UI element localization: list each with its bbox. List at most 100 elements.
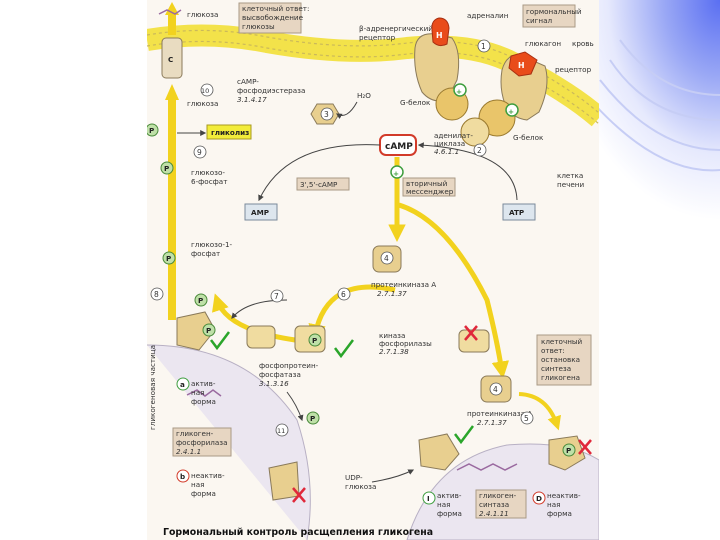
beta-receptor-shape — [414, 33, 460, 102]
diagram-title: Гормональный контроль расщепления гликог… — [163, 527, 433, 538]
step-3: 3 — [324, 110, 329, 119]
phosphorylase-kinase-1: киназа — [379, 331, 405, 340]
amp-label: AMP — [251, 208, 269, 217]
inactive-form-left-2: ная — [191, 480, 204, 489]
pka-bottom-2: 2.7.1.37 — [477, 418, 507, 427]
camp-to-amp-arrow — [258, 144, 381, 202]
glycogen-phosphorylase-inactive — [268, 461, 300, 501]
step-markers — [150, 39, 534, 437]
step-7: 7 — [274, 292, 279, 301]
phosphatase-3: 3.1.3.16 — [259, 379, 289, 388]
second-messenger-2: мессенджер — [406, 187, 454, 196]
glycogen-control-diagram: C глюкоза клеточный ответ: высвобождение… — [147, 2, 599, 540]
plus-badge-3 — [390, 165, 404, 179]
active-form-left-1: актив- — [191, 379, 216, 388]
beta-receptor-2: рецептор — [359, 33, 396, 42]
step-4b: 4 — [493, 385, 498, 394]
plus-badge-2 — [505, 103, 519, 117]
glucose-transporter — [161, 37, 183, 79]
h2o-label: H₂O — [357, 91, 371, 100]
glycolysis-box — [206, 124, 252, 140]
udp-arrow — [371, 469, 415, 483]
glucose-release-arrow — [165, 2, 179, 320]
phosphate-7: P — [310, 414, 315, 423]
phosphate-5: P — [206, 326, 211, 335]
glucose6p-2: 6-фосфат — [191, 177, 227, 186]
h2o-arrow — [335, 101, 358, 120]
active-form-right-3: форма — [437, 509, 462, 518]
step-9: 9 — [197, 148, 202, 157]
glycogen-phosphorylase-1: гликоген- — [176, 429, 214, 438]
b-badge-left — [176, 469, 190, 483]
cell-response-bottom-5: гликогена — [541, 373, 580, 382]
glycogen-chain-icon — [186, 389, 222, 397]
inactive-form-right-3: форма — [547, 509, 572, 518]
active-badge-left-text: a — [180, 380, 185, 389]
glucose6p-1: глюкозо- — [191, 168, 225, 177]
active-form-right-2: ная — [437, 500, 450, 509]
glucagon-hormone-icon — [508, 51, 538, 77]
phosphate-2: P — [164, 164, 169, 173]
glycogen-synthase-2: синтаза — [479, 500, 509, 509]
plus-badge-1 — [453, 83, 467, 97]
cell-response-top-2: высвобождение — [242, 13, 304, 22]
camp-35-box — [296, 177, 350, 191]
pde-2: фосфодиэстераза — [237, 86, 305, 95]
receptor-label: рецептор — [555, 65, 592, 74]
active-form-right-1: актив- — [437, 491, 462, 500]
beta-receptor-1: β-адренергический — [359, 24, 433, 33]
camp-35-label: 3',5'-cAMP — [300, 180, 338, 189]
udp-glucose-2: глюкоза — [345, 482, 376, 491]
phosphoprotein-phosphatase-icon — [246, 325, 276, 349]
adrenaline-h: H — [436, 31, 443, 40]
glycogen-synthase-3: 2.4.1.11 — [479, 509, 509, 518]
active-badge-left — [176, 377, 190, 391]
camp-label: cAMP — [385, 142, 413, 152]
pde-1: cAMP- — [237, 77, 259, 86]
cell-response-top-1: клеточный ответ: — [242, 4, 309, 13]
phosphate-1: P — [149, 126, 154, 135]
cell-response-bottom-2: ответ: — [541, 346, 565, 355]
glucose1p-2: фосфат — [191, 249, 220, 258]
hormonal-signal-2: сигнал — [526, 16, 552, 25]
glucagon-label: глюкагон — [525, 39, 561, 48]
phosphate-6: P — [312, 336, 317, 345]
phosphorylation-return-arrow — [231, 299, 288, 319]
glucose-top-icon — [158, 9, 182, 15]
step-1: 1 — [481, 42, 486, 51]
atp-to-camp-arrow — [417, 142, 518, 201]
pka-top-2: 2.7.1.37 — [377, 289, 407, 298]
inactive-form-right-1: неактив- — [547, 491, 581, 500]
cell-response-top-3: глюкозы — [242, 22, 275, 31]
second-messenger-1: вторичный — [406, 179, 448, 188]
adenylate-cyclase-1: аденилат- — [434, 131, 473, 140]
step-6: 6 — [341, 290, 346, 299]
cell-response-bottom-box — [536, 334, 592, 386]
step-10: 10 — [201, 87, 209, 95]
glycogen-phosphorylase-active — [176, 311, 216, 351]
atp-box — [502, 203, 536, 221]
phosphorylase-kinase-inactive — [458, 329, 490, 353]
glucose-mid-label: глюкоза — [187, 99, 218, 108]
swoosh-decoration — [594, 39, 720, 172]
phosphatase-1: фосфопротеин- — [259, 361, 319, 370]
adenylate-cyclase-3: 4.6.1.1 — [434, 147, 459, 156]
cross-3 — [578, 439, 592, 455]
glycogen-chain-right — [456, 463, 518, 471]
adrenaline-label: адреналин — [467, 11, 509, 20]
check-2 — [210, 331, 230, 351]
step-8: 8 — [154, 290, 159, 299]
step-5: 5 — [524, 414, 529, 423]
g-protein-right-label: G-белок — [513, 133, 544, 142]
cell-response-bottom-1: клеточный — [541, 337, 583, 346]
hormonal-signal-1: гормональный — [526, 7, 582, 16]
phosphorylase-kinase-2: фосфорилазы — [379, 339, 432, 348]
cross-2 — [292, 487, 306, 503]
glucagon-h: H — [518, 61, 525, 70]
pka-bottom-1: протеинкиназа A — [467, 409, 532, 418]
d-badge-text: D — [536, 494, 542, 503]
glucose-top-label: глюкоза — [187, 10, 218, 19]
glucose1p-1: глюкозо-1- — [191, 240, 233, 249]
i-badge-text: I — [427, 494, 430, 503]
step-4a: 4 — [384, 254, 389, 263]
